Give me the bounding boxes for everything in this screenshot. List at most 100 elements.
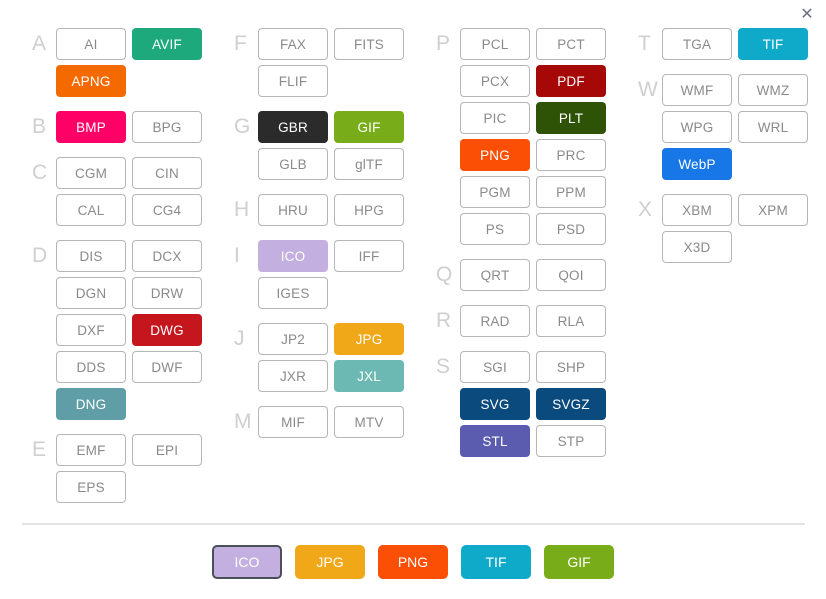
format-button-wmz[interactable]: WMZ	[738, 74, 808, 106]
format-button-mtv[interactable]: MTV	[334, 406, 404, 438]
group-letter: M	[234, 410, 252, 433]
format-button-iges[interactable]: IGES	[258, 277, 328, 309]
format-button-xbm[interactable]: XBM	[662, 194, 732, 226]
format-button-psd[interactable]: PSD	[536, 213, 606, 245]
format-button-wrl[interactable]: WRL	[738, 111, 808, 143]
format-button-bmp[interactable]: BMP	[56, 111, 126, 143]
format-button-pct[interactable]: PCT	[536, 28, 606, 60]
format-button-x3d[interactable]: X3D	[662, 231, 732, 263]
format-button-stp[interactable]: STP	[536, 425, 606, 457]
recent-format-button-png[interactable]: PNG	[378, 545, 448, 579]
format-button-emf[interactable]: EMF	[56, 434, 126, 466]
format-button-pdf[interactable]: PDF	[536, 65, 606, 97]
group-letter: Q	[436, 263, 453, 286]
format-button-qrt[interactable]: QRT	[460, 259, 530, 291]
format-button-png[interactable]: PNG	[460, 139, 530, 171]
format-button-ico[interactable]: ICO	[258, 240, 328, 272]
format-button-jpg[interactable]: JPG	[334, 323, 404, 355]
format-button-gif[interactable]: GIF	[334, 111, 404, 143]
format-button-ppm[interactable]: PPM	[536, 176, 606, 208]
format-button-jxl[interactable]: JXL	[334, 360, 404, 392]
format-button-dgn[interactable]: DGN	[56, 277, 126, 309]
format-button-flif[interactable]: FLIF	[258, 65, 328, 97]
format-button-dng[interactable]: DNG	[56, 388, 126, 420]
format-button-webp[interactable]: WebP	[662, 148, 732, 180]
group-letter: W	[638, 78, 658, 101]
format-button-mif[interactable]: MIF	[258, 406, 328, 438]
group-letter: X	[638, 198, 653, 221]
format-button-fits[interactable]: FITS	[334, 28, 404, 60]
format-button-dwg[interactable]: DWG	[132, 314, 202, 346]
format-button-tif[interactable]: TIF	[738, 28, 808, 60]
format-button-gbr[interactable]: GBR	[258, 111, 328, 143]
format-button-eps[interactable]: EPS	[56, 471, 126, 503]
format-button-svgz[interactable]: SVGZ	[536, 388, 606, 420]
format-button-dds[interactable]: DDS	[56, 351, 126, 383]
format-button-rad[interactable]: RAD	[460, 305, 530, 337]
format-button-dis[interactable]: DIS	[56, 240, 126, 272]
format-button-svg[interactable]: SVG	[460, 388, 530, 420]
format-button-bpg[interactable]: BPG	[132, 111, 202, 143]
format-button-wpg[interactable]: WPG	[662, 111, 732, 143]
format-button-wmf[interactable]: WMF	[662, 74, 732, 106]
recent-format-button-jpg[interactable]: JPG	[295, 545, 365, 579]
format-button-dxf[interactable]: DXF	[56, 314, 126, 346]
format-button-cgm[interactable]: CGM	[56, 157, 126, 189]
format-button-apng[interactable]: APNG	[56, 65, 126, 97]
format-button-ps[interactable]: PS	[460, 213, 530, 245]
format-button-rla[interactable]: RLA	[536, 305, 606, 337]
format-button-hpg[interactable]: HPG	[334, 194, 404, 226]
recent-format-button-ico[interactable]: ICO	[212, 545, 282, 579]
close-icon[interactable]: ✕	[800, 6, 814, 23]
format-button-jxr[interactable]: JXR	[258, 360, 328, 392]
format-button-cg4[interactable]: CG4	[132, 194, 202, 226]
format-button-sgi[interactable]: SGI	[460, 351, 530, 383]
group-letter: H	[234, 198, 250, 221]
format-button-shp[interactable]: SHP	[536, 351, 606, 383]
format-button-dcx[interactable]: DCX	[132, 240, 202, 272]
format-button-qoi[interactable]: QOI	[536, 259, 606, 291]
format-button-epi[interactable]: EPI	[132, 434, 202, 466]
format-button-xpm[interactable]: XPM	[738, 194, 808, 226]
format-button-pgm[interactable]: PGM	[460, 176, 530, 208]
format-button-cal[interactable]: CAL	[56, 194, 126, 226]
group-letter: C	[32, 161, 48, 184]
format-button-tga[interactable]: TGA	[662, 28, 732, 60]
format-button-dwf[interactable]: DWF	[132, 351, 202, 383]
format-button-iff[interactable]: IFF	[334, 240, 404, 272]
format-button-avif[interactable]: AVIF	[132, 28, 202, 60]
format-button-pic[interactable]: PIC	[460, 102, 530, 134]
format-button-jp2[interactable]: JP2	[258, 323, 328, 355]
format-button-hru[interactable]: HRU	[258, 194, 328, 226]
format-button-ai[interactable]: AI	[56, 28, 126, 60]
format-button-glb[interactable]: GLB	[258, 148, 328, 180]
format-button-plt[interactable]: PLT	[536, 102, 606, 134]
format-button-cin[interactable]: CIN	[132, 157, 202, 189]
format-button-prc[interactable]: PRC	[536, 139, 606, 171]
format-button-fax[interactable]: FAX	[258, 28, 328, 60]
group-letter: S	[436, 355, 451, 378]
recent-format-button-tif[interactable]: TIF	[461, 545, 531, 579]
format-button-pcx[interactable]: PCX	[460, 65, 530, 97]
group-letter: D	[32, 244, 48, 267]
format-button-gltf[interactable]: glTF	[334, 148, 404, 180]
format-button-pcl[interactable]: PCL	[460, 28, 530, 60]
recent-format-button-gif[interactable]: GIF	[544, 545, 614, 579]
format-button-stl[interactable]: STL	[460, 425, 530, 457]
format-button-drw[interactable]: DRW	[132, 277, 202, 309]
